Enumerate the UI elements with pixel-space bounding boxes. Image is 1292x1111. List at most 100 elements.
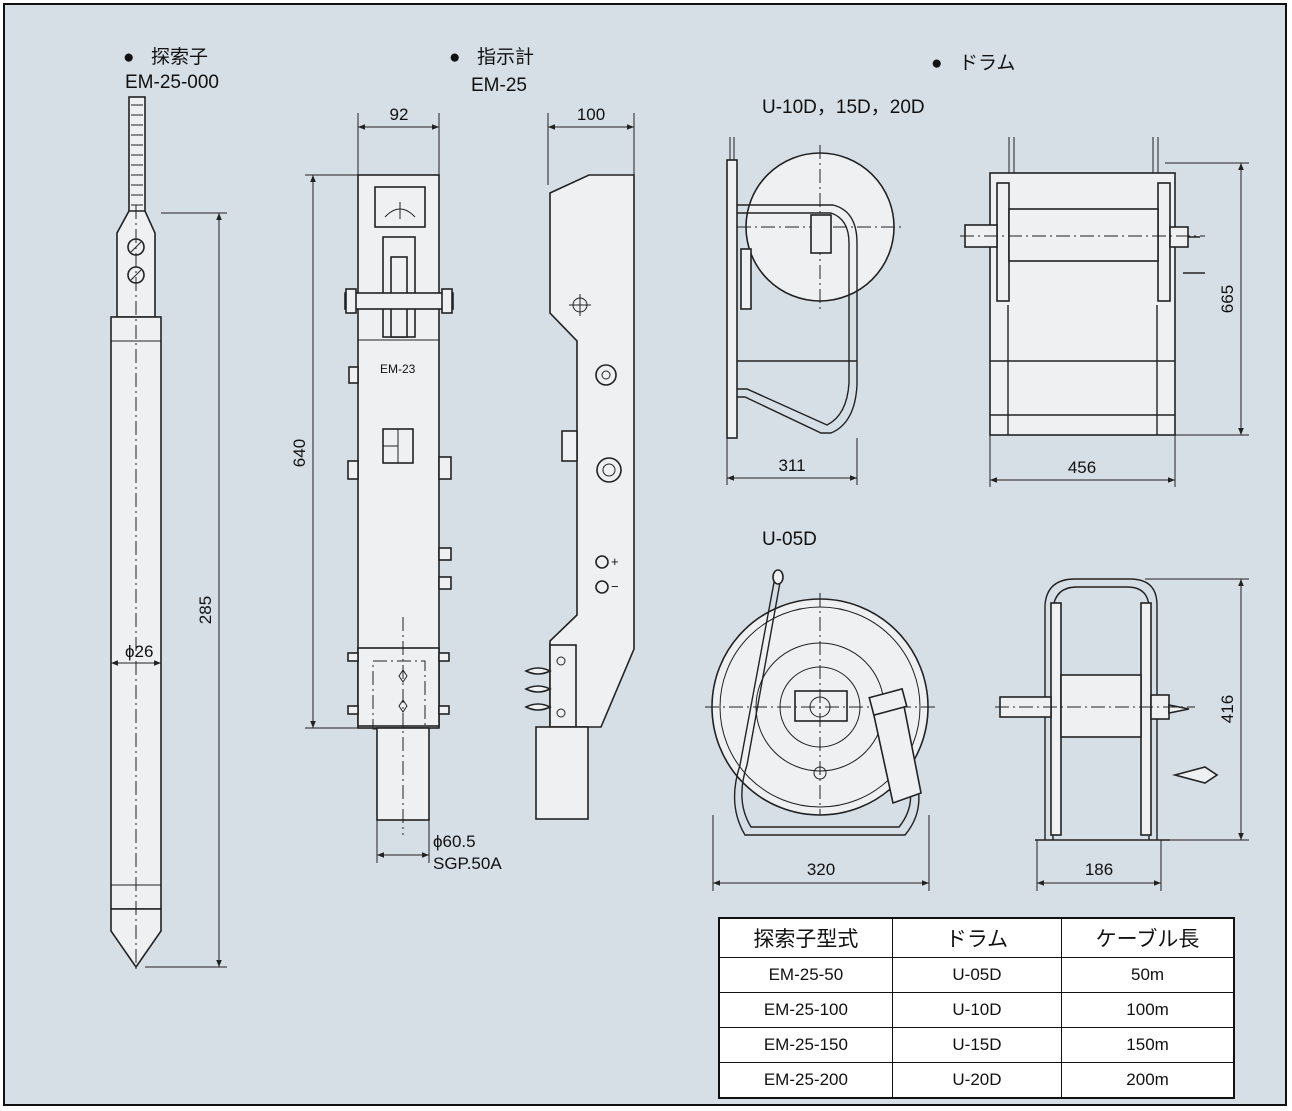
drum-small-hub-box: [794, 690, 848, 722]
indicator-connector: [438, 456, 452, 480]
cell-cable-length: 50m: [1061, 957, 1235, 993]
technical-drawing: ● 探索子 EM-25-000 ● 指示計 EM-25 ● ドラム 285 ϕ2…: [110, 46, 1249, 970]
indicator-side-connector: [595, 364, 617, 386]
probe-cable-ruler: [131, 104, 143, 206]
drum-heading: ● ドラム: [931, 53, 1015, 74]
pipe-spec-label: SGP.50A: [433, 854, 502, 873]
indicator-clamp: [357, 647, 440, 727]
terminal-plus-label: +: [611, 554, 619, 569]
probe-screw-lower-slot: [130, 269, 142, 281]
indicator-height-label: 640: [290, 439, 309, 467]
indicator-meter: [374, 186, 426, 228]
cell-probe-model: EM-25-200: [718, 1062, 893, 1099]
drum-large-side-axle-box: [810, 214, 832, 254]
indicator-side-dial: [596, 457, 622, 483]
pipe-diameter-label: ϕ60.5: [433, 832, 476, 851]
cell-drum: U-15D: [891, 1027, 1063, 1063]
indicator-dial-knob: [347, 460, 359, 480]
table-header-row: 探索子型式 ドラム ケーブル長: [718, 917, 1235, 958]
terminal-minus: [595, 580, 609, 594]
indicator-axle-nut-left: [345, 288, 357, 314]
drum-small-nut: [1168, 704, 1190, 714]
header-probe-model: 探索子型式: [718, 917, 893, 958]
cell-cable-length: 200m: [1061, 1062, 1235, 1099]
indicator-side-bolt-1: [556, 656, 566, 666]
indicator-side-pipe: [535, 726, 589, 820]
indicator-bullet: ●: [449, 47, 460, 68]
indicator-clamp-bolt-1: [347, 652, 359, 662]
cell-drum: U-10D: [891, 992, 1063, 1028]
drum-large-height-label: 665: [1218, 285, 1237, 313]
indicator-side-dial-inner: [602, 463, 616, 477]
drum-small-crank-handle: [1171, 766, 1219, 784]
indicator-heading: ● 指示計 EM-25: [449, 46, 534, 96]
drum-large-side-bracket: [740, 248, 752, 310]
drum-small-handle-knob: [772, 569, 784, 585]
probe-bullet: ●: [123, 47, 134, 68]
drum-small-side-width-label: 320: [807, 860, 835, 879]
terminal-minus-label: −: [611, 579, 619, 594]
indicator-axle: [344, 292, 454, 310]
cell-cable-length: 150m: [1061, 1027, 1235, 1063]
drum-small-barrel-front: [1060, 674, 1142, 738]
header-cable-length: ケーブル長: [1061, 917, 1235, 958]
drum-large-crank: [1183, 236, 1205, 274]
drum-large-barrel: [1008, 208, 1159, 262]
drum-large-front-view: 456 665: [960, 137, 1249, 487]
indicator-side-knob: [561, 430, 578, 462]
probe-title: 探索子: [151, 46, 208, 68]
drum-bullet: ●: [931, 53, 942, 74]
table-row: EM-25-50 U-05D 50m: [718, 957, 1235, 993]
indicator-side-knob: [348, 366, 359, 384]
drum-small-front-view: 186 416: [995, 578, 1249, 891]
drum-large-flange-right: [1157, 182, 1171, 302]
drum-large-flange-left: [996, 182, 1010, 302]
probe-length-label: 285: [196, 596, 215, 624]
indicator-title: 指示計: [477, 46, 534, 68]
cell-probe-model: EM-25-50: [718, 957, 893, 993]
cell-cable-length: 100m: [1061, 992, 1235, 1028]
drum-small-side-view: 320: [705, 569, 935, 891]
drum-large-label: U-10D，15D，20D: [762, 97, 925, 118]
drum-small-flange-right: [1140, 602, 1152, 836]
drum-large-hub-right: [1169, 226, 1189, 248]
drum-small-front-handle: [1044, 578, 1158, 840]
table-row: EM-25-150 U-15D 150m: [718, 1027, 1235, 1063]
drum-small-height-label: 416: [1218, 695, 1237, 723]
indicator-terminal-minus: [438, 576, 452, 590]
drum-title: ドラム: [959, 53, 1015, 74]
indicator-clamp-bolt-2: [438, 652, 450, 662]
cell-probe-model: EM-25-150: [718, 1027, 893, 1063]
drum-small-label: U-05D: [762, 529, 817, 550]
drum-large-front-width-label: 456: [1068, 458, 1096, 477]
indicator-front-width-label: 92: [390, 105, 409, 124]
drum-large-side-width-label: 311: [778, 456, 805, 475]
indicator-plate-label: EM-23: [380, 362, 416, 376]
header-drum: ドラム: [891, 917, 1063, 958]
spec-table: 探索子型式 ドラム ケーブル長 EM-25-50 U-05D 50m EM-25…: [718, 917, 1235, 1099]
drum-small-front-width-label: 186: [1085, 860, 1113, 879]
indicator-side-bolt-2: [556, 708, 566, 718]
table-row: EM-25-100 U-10D 100m: [718, 992, 1235, 1028]
diagram-sheet: ● 探索子 EM-25-000 ● 指示計 EM-25 ● ドラム 285 ϕ2…: [3, 3, 1287, 1106]
indicator-front-view: 92 EM-23 640: [290, 105, 502, 873]
cell-probe-model: EM-25-100: [718, 992, 893, 1028]
cell-drum: U-20D: [891, 1062, 1063, 1099]
drum-large-side-handle-inner: [737, 212, 850, 426]
indicator-model: EM-25: [471, 75, 527, 96]
indicator-side-view: 100 + −: [524, 105, 635, 820]
indicator-clamp-bolt-3: [347, 705, 359, 715]
probe-drawing: 285 ϕ26: [110, 96, 227, 970]
probe-model: EM-25-000: [125, 72, 219, 93]
indicator-side-width-label: 100: [577, 105, 605, 124]
indicator-axle-nut-right: [441, 288, 453, 314]
cell-drum: U-05D: [891, 957, 1063, 993]
indicator-side-axle-cross: [569, 294, 591, 316]
drum-large-side-frame: [726, 159, 738, 439]
drum-large-side-view: 311: [726, 137, 903, 485]
probe-heading: ● 探索子 EM-25-000: [123, 46, 219, 93]
indicator-clamp-bolt-4: [438, 705, 450, 715]
indicator-clamp-wings: [398, 669, 408, 713]
drum-large-side-handle: [737, 204, 858, 434]
terminal-plus: [595, 555, 609, 569]
